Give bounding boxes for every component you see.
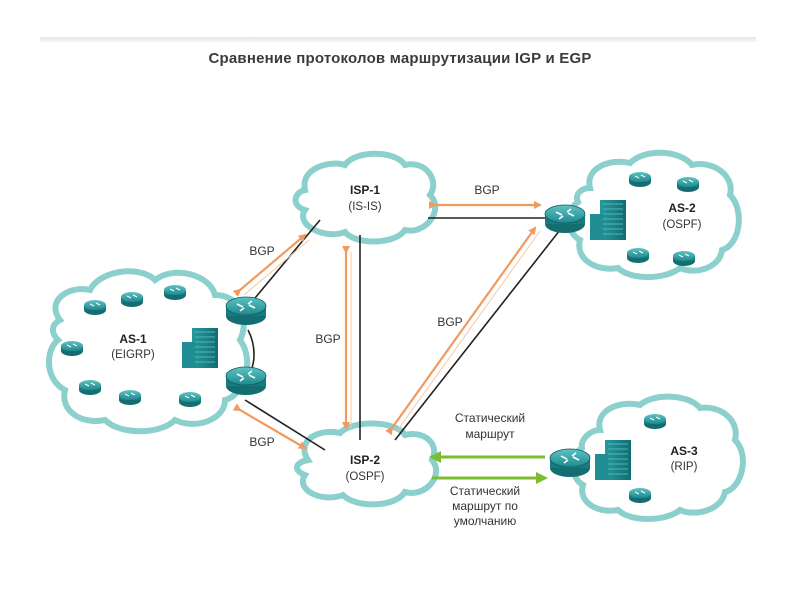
router-as1-top <box>225 296 267 326</box>
default-route-label-line2: маршрут по <box>452 499 518 513</box>
static-route-label-line1: Статический <box>455 411 525 425</box>
node-as3-2 <box>628 487 652 504</box>
header-divider <box>40 37 756 42</box>
node-as2-1 <box>628 171 652 188</box>
bgp-label-isp1-as2: BGP <box>474 183 499 197</box>
node-as1-5 <box>78 379 102 396</box>
node-as1-4 <box>60 340 84 357</box>
node-as3-1 <box>643 413 667 430</box>
default-route-label-line1: Статический <box>450 484 520 498</box>
as1-protocol: (EIGRP) <box>111 349 155 361</box>
isp2-name: ISP-2 <box>350 453 380 467</box>
link-isp2-as2 <box>394 229 561 441</box>
node-as1-1 <box>83 299 107 316</box>
bgp-arrow-as1-isp1 <box>232 233 310 297</box>
as2-name: AS-2 <box>668 201 696 215</box>
router-as1-bottom <box>225 366 267 396</box>
node-as1-6 <box>118 389 142 406</box>
node-as2-2 <box>676 176 700 193</box>
node-as2-4 <box>672 250 696 267</box>
cloud-isp1 <box>292 150 439 245</box>
as3-name: AS-3 <box>670 444 698 458</box>
node-as2-3 <box>626 247 650 264</box>
as1-name: AS-1 <box>119 332 147 346</box>
bgp-label-isp2-as2: BGP <box>437 315 462 329</box>
node-as1-7 <box>178 391 202 408</box>
node-as1-3 <box>163 284 187 301</box>
bgp-label-as1-isp1: BGP <box>249 244 274 258</box>
bgp-label-as1-isp2: BGP <box>249 435 274 449</box>
default-route-label-line3: умолчанию <box>454 514 517 528</box>
isp2-protocol: (OSPF) <box>346 471 385 483</box>
isp1-name: ISP-1 <box>350 183 380 197</box>
bgp-arrow-as1-isp2 <box>232 403 307 450</box>
isp1-protocol: (IS-IS) <box>348 201 381 213</box>
router-as2 <box>544 204 586 234</box>
cloud-isp2 <box>294 420 440 508</box>
as3-protocol: (RIP) <box>671 461 698 473</box>
link-as1-isp1 <box>244 219 321 311</box>
node-as1-2 <box>120 291 144 308</box>
bgp-label-isp1-isp2: BGP <box>315 332 340 346</box>
bgp-arrow-isp1-isp2 <box>342 246 352 430</box>
as2-protocol: (OSPF) <box>663 219 702 231</box>
router-as3 <box>549 448 591 478</box>
bgp-arrow-isp2-as2 <box>385 226 541 436</box>
diagram-title: Сравнение протоколов маршрутизации IGP и… <box>208 50 592 67</box>
static-route-label-line2: маршрут <box>465 427 515 441</box>
